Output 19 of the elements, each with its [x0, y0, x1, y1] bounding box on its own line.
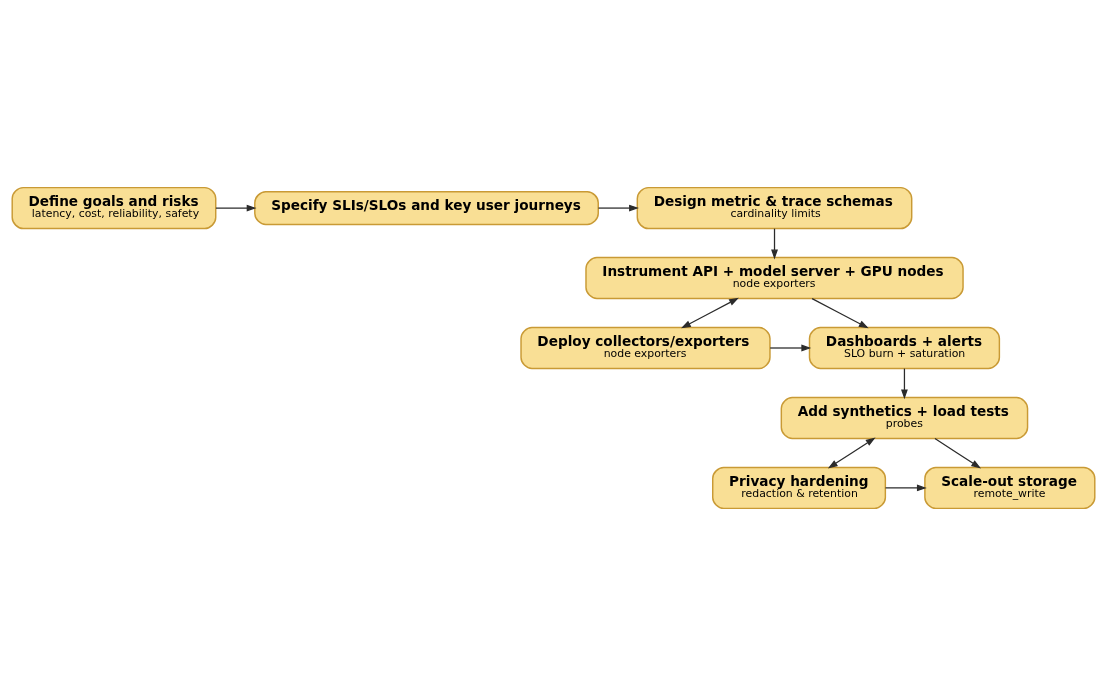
- arrow: [215, 204, 257, 211]
- node-box: Dashboards + alerts SLO burn + saturation: [808, 326, 1001, 369]
- arrow: [884, 484, 927, 491]
- node-box: Instrument API + model server + GPU nodes node exporters: [585, 256, 964, 299]
- node-box: Deploy collectors/exporters node exporters: [520, 326, 771, 369]
- arrow: [681, 297, 739, 328]
- node-box: Add synthetics + load tests probes: [780, 396, 1029, 439]
- node-box: Define goals and risks latency, cost, reliability, safety: [11, 186, 217, 229]
- node-box: Design metric & trace schemas cardinality limits: [636, 186, 913, 229]
- arrow: [811, 297, 869, 328]
- node-box: Specify SLIs/SLOs and key user journeys: [254, 190, 599, 225]
- arrow: [597, 204, 639, 211]
- node-box: Privacy hardening redaction & retention: [712, 466, 887, 509]
- arrow: [934, 437, 982, 468]
- arrow: [771, 227, 778, 259]
- arrow: [769, 344, 812, 351]
- arrow: [901, 367, 908, 399]
- node-box: Scale-out storage remote_write: [924, 466, 1096, 509]
- arrow: [827, 437, 876, 468]
